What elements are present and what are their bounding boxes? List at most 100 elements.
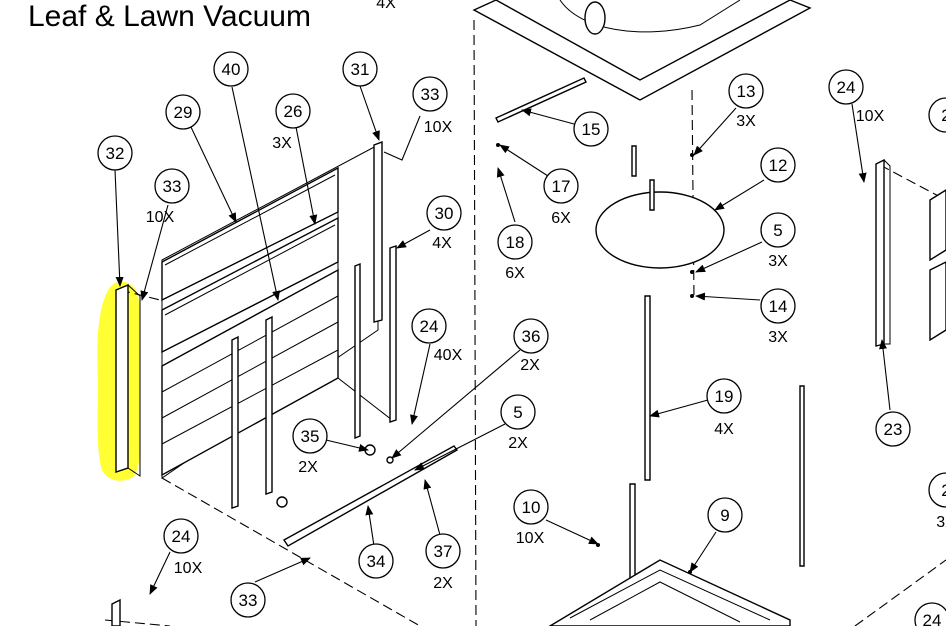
callout-circle <box>412 76 448 112</box>
callout-c15: 15 <box>573 111 609 147</box>
callout-quantity: 4X <box>432 235 452 252</box>
callout-number: 31 <box>351 60 370 79</box>
callout-quantity: 10X <box>516 530 545 547</box>
callout-group: 323310X2940263X313310X304X2440X362X352X5… <box>97 0 946 626</box>
callout-c23: 23 <box>875 411 911 447</box>
callout-number: 32 <box>106 144 125 163</box>
callout-circle <box>97 135 133 171</box>
callout-circle <box>573 111 609 147</box>
callout-c29: 29 <box>165 94 201 130</box>
frame-assembly <box>111 0 946 626</box>
callout-quantity: 2X <box>433 575 453 592</box>
callout-number: 40 <box>222 60 241 79</box>
callout-circle <box>513 489 549 525</box>
callout-c33b: 33 10X <box>412 76 453 136</box>
callout-quantity: 2X <box>298 459 318 476</box>
callout-c32a: 32 <box>97 135 133 171</box>
callout-quantity: 40X <box>434 347 463 364</box>
callout-number: 14 <box>769 297 788 316</box>
callout-c2a: 2 <box>928 97 946 133</box>
callout-circle <box>213 51 249 87</box>
callout-c40: 40 <box>213 51 249 87</box>
callout-c17: 17 6X <box>543 168 579 227</box>
callout-circle <box>760 212 796 248</box>
callout-circle <box>358 543 394 579</box>
callout-number: 30 <box>435 204 454 223</box>
callout-number: 15 <box>582 120 601 139</box>
callout-circle <box>706 378 742 414</box>
callout-number: 24 <box>837 78 856 97</box>
callout-number: 35 <box>301 427 320 446</box>
callout-c34: 34 <box>358 543 394 579</box>
callout-circle <box>163 518 199 554</box>
callout-c31: 31 <box>342 51 378 87</box>
callout-number: 33 <box>239 591 258 610</box>
callout-circle <box>707 497 743 533</box>
callout-number: 24 <box>923 611 942 626</box>
callout-circle <box>165 94 201 130</box>
callout-number: 34 <box>367 552 386 571</box>
page-title: Leaf & Lawn Vacuum <box>28 0 311 33</box>
callout-circle <box>928 97 946 133</box>
callout-number: 17 <box>552 177 571 196</box>
callout-circle <box>230 582 266 618</box>
callout-c30: 30 4X <box>426 195 462 252</box>
callout-number: 26 <box>284 102 303 121</box>
callout-quantity: 4X <box>714 421 734 438</box>
callout-number: 2 <box>941 106 946 125</box>
callout-number: 9 <box>720 506 729 525</box>
callout-number: 12 <box>769 156 788 175</box>
callout-circle <box>275 93 311 129</box>
callout-quantity: 10X <box>174 560 203 577</box>
callout-circle <box>425 533 461 569</box>
callout-circle <box>760 288 796 324</box>
leader-lines <box>114 85 891 595</box>
callout-circle <box>728 73 764 109</box>
callout-number: 5 <box>773 221 782 240</box>
callout-c33c: 33 <box>230 582 266 618</box>
callout-quantity: 3X <box>936 514 946 531</box>
callout-circle <box>497 224 533 260</box>
callout-c2b: 2 3X <box>928 472 946 531</box>
callout-c9: 9 <box>707 497 743 533</box>
callout-number: 37 <box>434 542 453 561</box>
callout-number: 2 <box>941 481 946 500</box>
callout-number: 29 <box>174 103 193 122</box>
callout-number: 33 <box>421 85 440 104</box>
callout-c4top: 4X <box>376 0 396 12</box>
callout-number: 24 <box>172 527 191 546</box>
callout-number: 13 <box>737 82 756 101</box>
callout-circle <box>928 472 946 508</box>
callout-quantity: 3X <box>272 135 292 152</box>
callout-circle <box>154 168 190 204</box>
callout-quantity: 6X <box>551 210 571 227</box>
callout-quantity: 6X <box>505 265 525 282</box>
callout-number: 24 <box>420 317 439 336</box>
callout-c35: 35 2X <box>292 418 328 476</box>
callout-c12: 12 <box>760 147 796 183</box>
callout-circle <box>760 147 796 183</box>
callout-quantity: 10X <box>856 108 885 125</box>
callout-number: 19 <box>715 387 734 406</box>
callout-circle <box>875 411 911 447</box>
callout-c24b: 24 10X <box>163 518 203 577</box>
callout-c5a: 52X <box>500 394 536 452</box>
side-panel-assembly <box>115 140 459 547</box>
callout-number: 33 <box>163 177 182 196</box>
callout-quantity: 3X <box>768 253 788 270</box>
callout-circle <box>426 195 462 231</box>
callout-number: 10 <box>522 498 541 517</box>
callout-quantity: 4X <box>376 0 396 12</box>
callout-quantity: 10X <box>424 119 453 136</box>
callout-circle <box>292 418 328 454</box>
callout-c24d: 24 <box>914 602 946 626</box>
callout-c37: 37 2X <box>425 533 461 592</box>
callout-circle <box>342 51 378 87</box>
callout-circle <box>828 69 864 105</box>
